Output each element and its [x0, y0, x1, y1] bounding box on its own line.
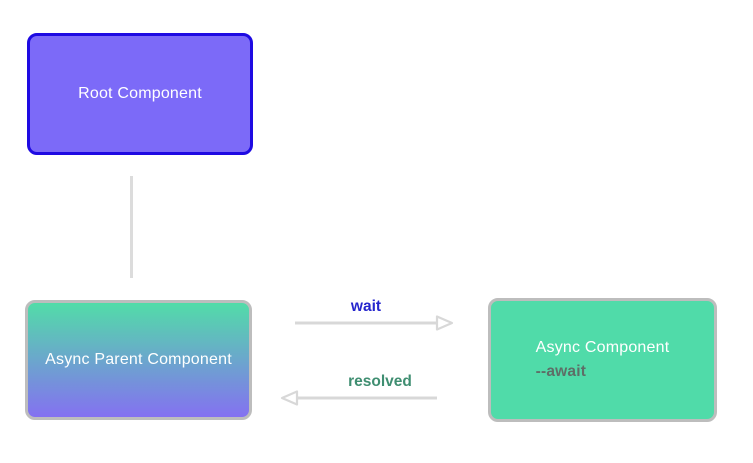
edge-root-to-parent-line	[130, 176, 133, 278]
arrow-left-icon	[280, 390, 299, 406]
node-async-parent-label: Async Parent Component	[45, 351, 232, 368]
node-async-text-block: Async Component --await	[536, 336, 670, 383]
node-async-component: Async Component --await	[488, 298, 717, 422]
resolved-arrow	[280, 390, 437, 406]
node-async-parent-component: Async Parent Component	[25, 300, 252, 420]
arrow-right-icon	[435, 315, 454, 331]
wait-arrow	[295, 315, 454, 331]
resolved-edge-label: resolved	[348, 373, 412, 390]
node-root-label: Root Component	[78, 85, 202, 102]
wait-edge-label: wait	[350, 298, 382, 315]
node-async-sublabel: --await	[535, 363, 587, 381]
node-async-label: Async Component	[535, 339, 670, 357]
node-root-component: Root Component	[27, 33, 253, 155]
